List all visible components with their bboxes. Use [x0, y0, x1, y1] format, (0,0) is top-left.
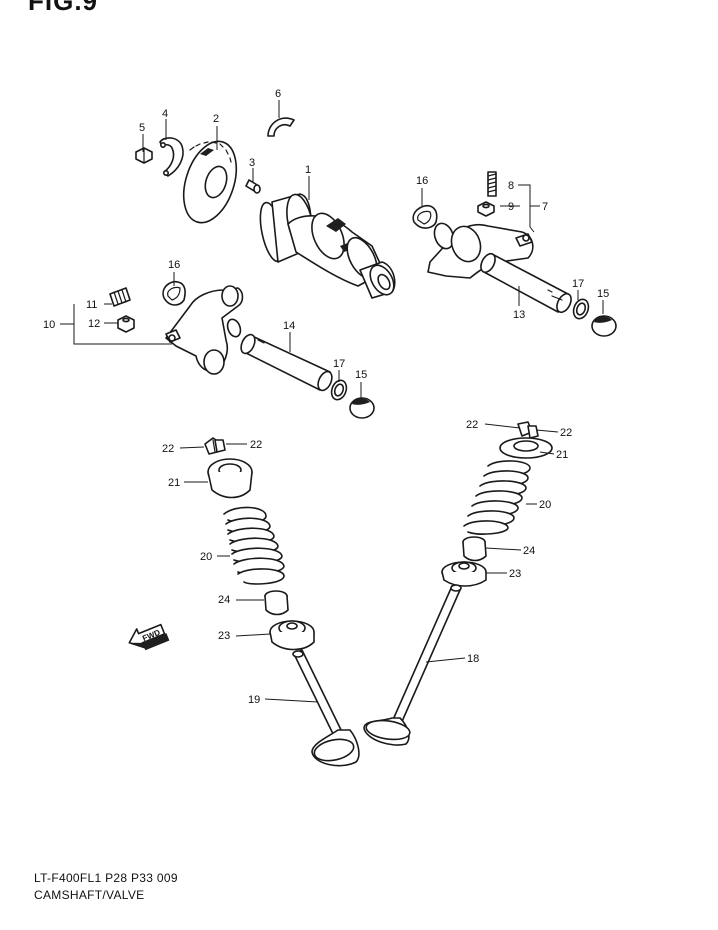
callout-2: 2	[213, 113, 219, 125]
callout-21-right: 21	[556, 449, 568, 461]
part-16-rocker-clip-right[interactable]	[412, 204, 438, 229]
part-13-rocker-shaft-right[interactable]	[478, 251, 574, 314]
part-10-rocker-arm-left[interactable]	[165, 285, 244, 375]
part-24-oil-seal-left[interactable]	[264, 590, 289, 616]
callout-7: 7	[542, 201, 548, 213]
part-9-lock-nut-right[interactable]	[477, 201, 495, 217]
callout-17-left: 17	[333, 358, 345, 370]
callout-21-left: 21	[168, 477, 180, 489]
callout-22-left-b: 22	[250, 439, 262, 451]
part-3-pin[interactable]	[245, 179, 261, 194]
callout-22-right-b: 22	[560, 427, 572, 439]
callout-12: 12	[88, 318, 100, 330]
part-2-cam-sprocket[interactable]	[174, 135, 246, 230]
callout-3: 3	[249, 157, 255, 169]
part-19-valve-left[interactable]	[292, 649, 360, 767]
callout-5: 5	[139, 122, 145, 134]
part-23-spring-seat-left[interactable]	[269, 620, 315, 651]
part-16-rocker-clip-left[interactable]	[162, 280, 186, 306]
part-11-adjusting-screw-left[interactable]	[109, 287, 131, 307]
callout-20-left: 20	[200, 551, 212, 563]
callout-15-right: 15	[597, 288, 609, 300]
callout-24-left: 24	[218, 594, 230, 606]
figure-title: FIG.9	[28, 0, 99, 16]
part-18-valve-right[interactable]	[363, 584, 462, 746]
part-8-adjusting-screw-right[interactable]	[487, 171, 497, 197]
callout-18: 18	[467, 653, 479, 665]
part-7-rocker-arm-right[interactable]	[427, 221, 534, 279]
callout-23-right: 23	[509, 568, 521, 580]
callout-numbers: 1 2 3 4 5 6 7 8 9 16 13 17 15 16 11 10 1…	[43, 88, 609, 706]
part-21-retainer-left[interactable]	[207, 458, 253, 499]
part-4-retainer-plate[interactable]	[159, 137, 184, 177]
callout-14: 14	[283, 320, 295, 332]
part-6-c-clip[interactable]	[267, 117, 295, 137]
footer-model-code: LT-F400FL1 P28 P33 009	[34, 871, 178, 885]
part-1-camshaft[interactable]	[256, 192, 399, 299]
callout-17-right: 17	[572, 278, 584, 290]
callout-20-right: 20	[539, 499, 551, 511]
part-20-spring-right[interactable]	[463, 460, 531, 535]
part-24-oil-seal-right[interactable]	[462, 536, 487, 562]
footer-section-name: CAMSHAFT/VALVE	[34, 888, 145, 902]
callout-22-left-a: 22	[162, 443, 174, 455]
part-21-retainer-right[interactable]	[499, 437, 553, 459]
part-22-cotter-right[interactable]	[517, 421, 539, 439]
part-15-plug-right[interactable]	[591, 315, 617, 337]
part-17-o-ring-left[interactable]	[329, 378, 349, 402]
callout-15-left: 15	[355, 369, 367, 381]
leader-lines	[60, 100, 604, 703]
callout-24-right: 24	[523, 545, 535, 557]
callout-6: 6	[275, 88, 281, 100]
callout-8: 8	[508, 180, 514, 192]
part-17-o-ring-right[interactable]	[571, 297, 591, 321]
callout-10: 10	[43, 319, 55, 331]
callout-19: 19	[248, 694, 260, 706]
part-14-rocker-shaft-left[interactable]	[238, 332, 334, 392]
callout-16-left: 16	[168, 259, 180, 271]
fwd-arrow-icon: FWD	[128, 623, 170, 651]
callout-1: 1	[305, 164, 311, 176]
part-12-lock-nut-left[interactable]	[117, 315, 135, 333]
callout-16-right: 16	[416, 175, 428, 187]
callout-13: 13	[513, 309, 525, 321]
callout-11: 11	[86, 299, 97, 311]
callout-9: 9	[508, 201, 514, 213]
part-22-cotter-left[interactable]	[204, 437, 226, 455]
part-20-spring-left[interactable]	[223, 506, 285, 585]
callout-4: 4	[162, 108, 168, 120]
part-23-spring-seat-right[interactable]	[441, 561, 487, 587]
callout-23-left: 23	[218, 630, 230, 642]
callout-22-right-a: 22	[466, 419, 478, 431]
part-15-plug-left[interactable]	[349, 397, 375, 419]
part-5-bolt[interactable]	[135, 147, 153, 164]
